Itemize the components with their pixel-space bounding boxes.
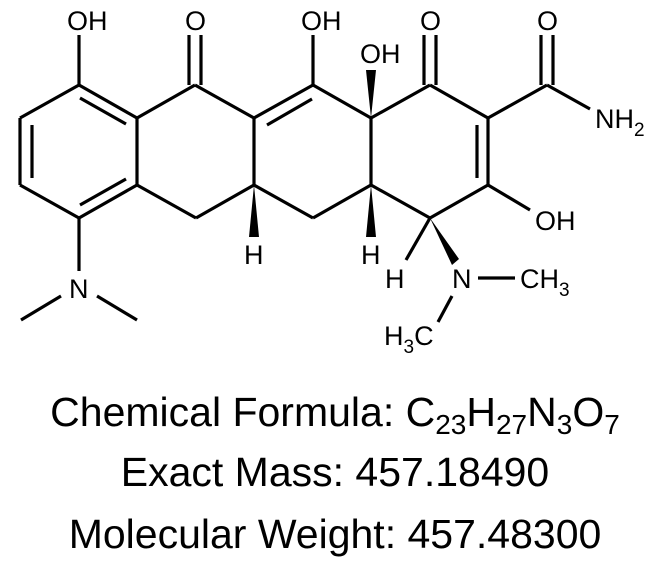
atom-labels: OH O OH OH O O NH2 OH H H H N CH3 H3C N <box>67 6 645 358</box>
tertiary-oh-label: OH <box>360 39 401 69</box>
n-dimethyl-4-label: N <box>452 264 472 294</box>
ketone-d-o-label: O <box>420 6 441 36</box>
ch3-right-label: CH3 <box>520 264 570 301</box>
ring-d-oh-label: OH <box>535 206 576 236</box>
chemical-structure: OH O OH OH O O NH2 OH H H H N CH3 H3C N <box>18 6 645 358</box>
amide-o-label: O <box>537 6 558 36</box>
chemical-formula: Chemical Formula: C23H27N3O7 <box>0 388 670 440</box>
exact-mass: Exact Mass: 457.18490 <box>0 448 670 496</box>
ch3-left-label: H3C <box>384 321 434 358</box>
oh-ring-a-label: OH <box>67 6 108 36</box>
molecular-weight: Molecular Weight: 457.48300 <box>0 510 670 558</box>
nh2-label: NH2 <box>595 104 645 141</box>
ketone-b-o-label: O <box>185 6 206 36</box>
formula-n: N3 <box>527 389 573 440</box>
formula-label: Chemical Formula: <box>50 389 406 435</box>
h-5a-label: H <box>244 240 264 270</box>
h-4a-label: H <box>361 240 381 270</box>
formula-h: H27 <box>466 389 528 440</box>
exact-mass-value: 457.18490 <box>355 449 550 495</box>
bonds <box>18 35 591 323</box>
molecular-weight-value: 457.48300 <box>407 511 602 557</box>
h-4-label: H <box>385 264 405 294</box>
n-dimethyl-7-label: N <box>69 274 89 304</box>
formula-c: C23 <box>405 389 467 440</box>
formula-o: O7 <box>572 389 620 440</box>
molecular-weight-label: Molecular Weight: <box>68 511 408 557</box>
exact-mass-label: Exact Mass: <box>120 449 356 495</box>
wedges <box>249 70 459 265</box>
enol-oh-label: OH <box>301 6 342 36</box>
